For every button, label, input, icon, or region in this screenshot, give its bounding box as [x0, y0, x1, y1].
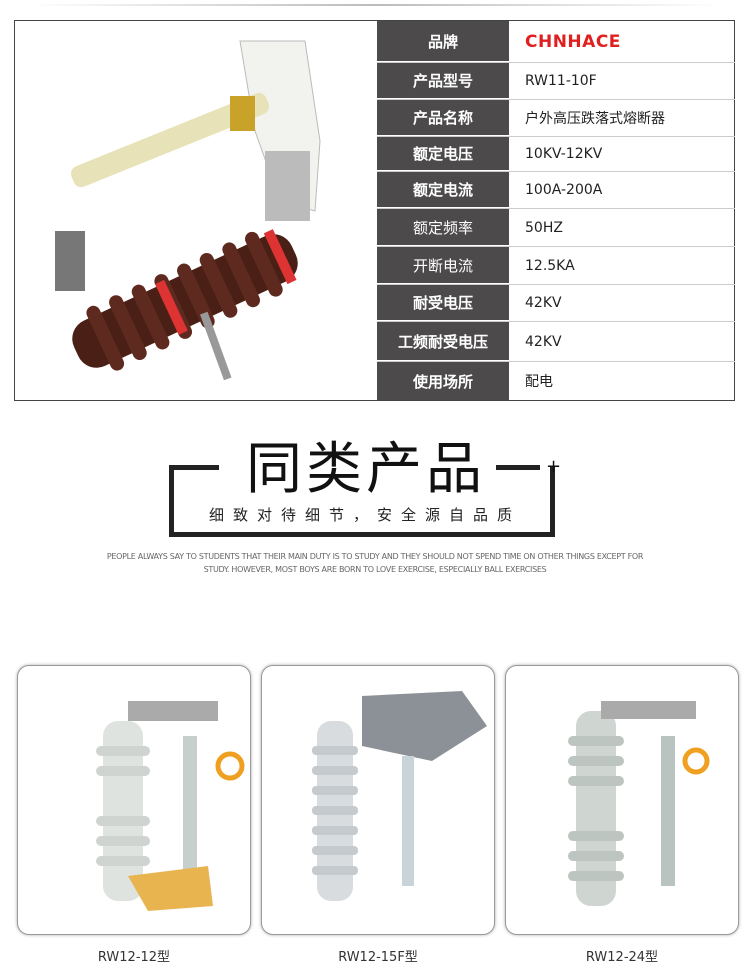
- spec-value: 12.5KA: [525, 257, 575, 274]
- spec-value: 50HZ: [525, 219, 563, 236]
- spec-row: 额定频率 50HZ: [377, 209, 735, 247]
- frame-line-right: [496, 465, 540, 470]
- product-card-rw12-12[interactable]: [17, 665, 251, 935]
- title-frame: [169, 467, 555, 537]
- product-photo-rw11-10f: [55, 40, 321, 381]
- product-image: [96, 701, 245, 911]
- section-title: 同类产品: [246, 437, 486, 502]
- brand-logo: CHNHACE: [525, 31, 621, 52]
- spec-row: 开断电流 12.5KA: [377, 247, 735, 285]
- spec-row: 产品型号 RW11-10F: [377, 63, 735, 100]
- spec-value: 42KV: [525, 333, 562, 350]
- spec-row: 耐受电压 42KV: [377, 285, 735, 322]
- product-caption: RW12-15F型: [338, 950, 418, 965]
- spec-value: 42KV: [525, 295, 562, 311]
- product-image: [312, 691, 487, 901]
- top-divider: [30, 4, 720, 6]
- spec-value: 配电: [525, 374, 553, 390]
- spec-value: 户外高压跌落式熔断器: [525, 111, 665, 127]
- spec-panel: 品牌 CHNHACE 产品型号 RW11-10F 产品名称户外高压跌落式熔断器 额定…: [14, 20, 735, 401]
- section-subtitle: 细致对待细节，安全源自品质: [208, 506, 521, 524]
- plus-icon: +: [546, 456, 562, 477]
- spec-label: 品牌: [377, 21, 509, 62]
- spec-label: 产品名称: [377, 100, 509, 136]
- spec-label: 工频耐受电压: [377, 322, 509, 361]
- spec-row-brand: 品牌 CHNHACE: [377, 21, 735, 63]
- spec-label: 额定频率: [377, 209, 509, 246]
- spec-row: 工频耐受电压 42KV: [377, 322, 735, 362]
- spec-row: 额定电压 10KV-12KV: [377, 137, 735, 172]
- spec-label: 额定电流: [377, 172, 509, 208]
- spec-table: 品牌 CHNHACE 产品型号 RW11-10F 产品名称户外高压跌落式熔断器 额定…: [377, 21, 735, 400]
- spec-label: 开断电流: [377, 247, 509, 284]
- spec-value: 10KV-12KV: [525, 146, 603, 162]
- product-caption: RW12-24型: [585, 950, 659, 965]
- product-card-rw12-15f[interactable]: [261, 665, 495, 935]
- spec-value: RW11-10F: [525, 73, 597, 89]
- spec-row: 使用场所配电: [377, 362, 735, 400]
- section-header: 同类产品 + 细致对待细节，安全源自品质 PEOPLE ALWAYS SAY T…: [0, 420, 750, 574]
- product-image: [568, 701, 710, 906]
- spec-row: 产品名称户外高压跌落式熔断器: [377, 100, 735, 137]
- spec-label: 产品型号: [377, 63, 509, 99]
- spec-label: 耐受电压: [377, 285, 509, 321]
- product-caption: RW12-12型: [97, 950, 171, 965]
- spec-label: 使用场所: [377, 362, 509, 400]
- section-english-text: PEOPLE ALWAYS SAY TO STUDENTS THAT THEIR…: [106, 552, 644, 574]
- spec-label: 额定电压: [377, 137, 509, 171]
- product-card-rw12-24[interactable]: [505, 665, 739, 935]
- frame-line-left: [169, 465, 219, 470]
- spec-row: 额定电流 100A-200A: [377, 172, 735, 209]
- spec-value: 100A-200A: [525, 182, 603, 198]
